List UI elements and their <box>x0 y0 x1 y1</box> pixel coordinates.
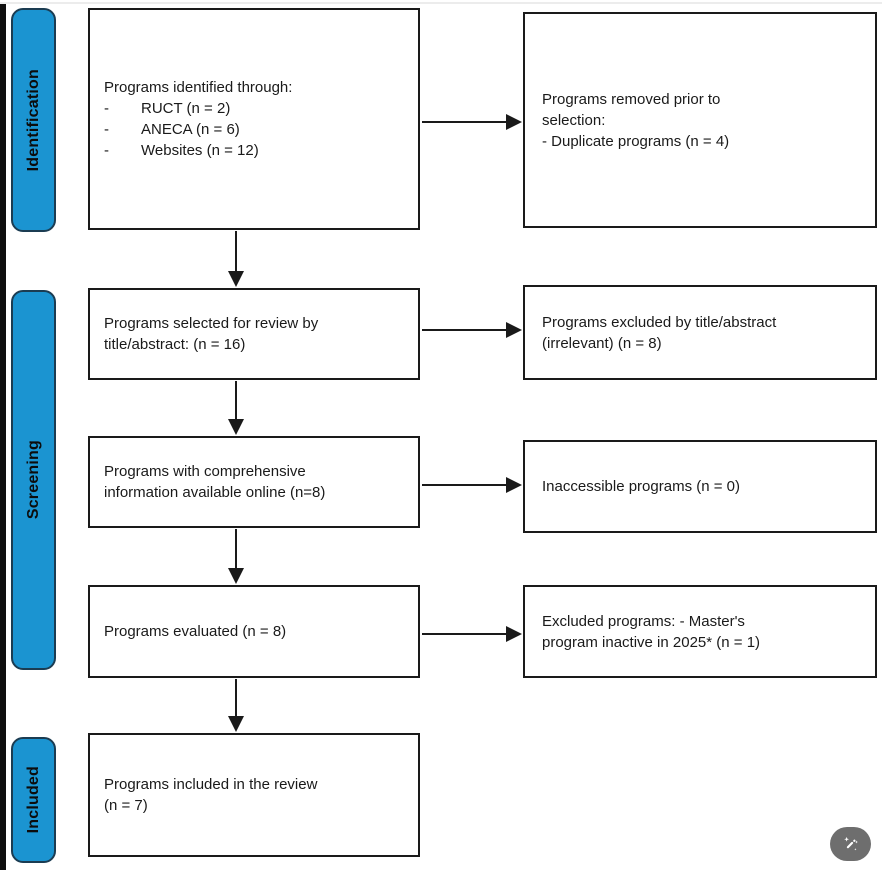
box-programs-evaluated-text: Programs evaluated (n = 8) <box>104 623 287 640</box>
box-programs-identified: Programs identified through: - RUCT (n =… <box>88 8 420 230</box>
arrow-selected-to-excluded <box>422 322 522 338</box>
arrow-comprehensive-to-inaccessible <box>422 477 522 493</box>
stage-pill-screening: Screening <box>11 290 56 670</box>
arrow-selected-to-comprehensive <box>228 381 244 435</box>
box-programs-comprehensive-info: Programs with comprehensive information … <box>88 436 420 528</box>
stage-pill-identification: Identification <box>11 8 56 232</box>
box-programs-selected: Programs selected for review by title/ab… <box>88 288 420 380</box>
bullet-text: Websites (n = 12) <box>141 142 259 159</box>
bullet-websites: - Websites (n = 12) <box>104 140 408 161</box>
bullet-text: RUCT (n = 2) <box>141 100 231 117</box>
magic-wand-button[interactable] <box>830 827 871 861</box>
box-inaccessible-programs-text: Inaccessible programs (n = 0) <box>542 478 741 495</box>
magic-wand-icon <box>840 833 862 855</box>
stage-label-identification: Identification <box>24 68 42 172</box>
arrow-identified-to-removed <box>422 114 522 130</box>
arrow-identified-to-selected <box>228 231 244 287</box>
box-programs-removed: Programs removed prior to selection: - D… <box>523 12 877 228</box>
bullet-ruct: - RUCT (n = 2) <box>104 98 408 119</box>
stage-label-screening: Screening <box>24 440 42 520</box>
bullet-marker: - <box>104 100 109 117</box>
box-excluded-inactive-programs-text: Excluded programs: - Master's program in… <box>542 612 761 651</box>
bullet-aneca: - ANECA (n = 6) <box>104 119 408 140</box>
box-programs-evaluated: Programs evaluated (n = 8) <box>88 585 420 678</box>
box-excluded-inactive-programs: Excluded programs: - Master's program in… <box>523 585 877 678</box>
arrow-evaluated-to-excluded-inactive <box>422 626 522 642</box>
bullet-marker: - <box>104 142 109 159</box>
bullet-text: ANECA (n = 6) <box>141 121 240 138</box>
stage-pill-included: Included <box>11 737 56 863</box>
box-inaccessible-programs: Inaccessible programs (n = 0) <box>523 440 877 533</box>
box-programs-included: Programs included in the review (n = 7) <box>88 733 420 857</box>
box-programs-identified-title: Programs identified through: <box>104 79 293 96</box>
box-programs-included-text: Programs included in the review (n = 7) <box>104 776 318 814</box>
bullet-marker: - <box>104 121 109 138</box>
left-edge-strip <box>0 4 6 870</box>
arrow-evaluated-to-included <box>228 679 244 732</box>
box-programs-excluded-title-abstract-text: Programs excluded by title/abstract (irr… <box>542 313 777 352</box>
top-edge-divider <box>0 2 882 4</box>
box-programs-comprehensive-info-text: Programs with comprehensive information … <box>104 463 326 501</box>
arrow-comprehensive-to-evaluated <box>228 529 244 584</box>
box-programs-removed-text: Programs removed prior to selection: - D… <box>542 90 730 150</box>
box-programs-excluded-title-abstract: Programs excluded by title/abstract (irr… <box>523 285 877 380</box>
box-programs-selected-text: Programs selected for review by title/ab… <box>104 315 319 353</box>
stage-label-included: Included <box>24 766 42 834</box>
